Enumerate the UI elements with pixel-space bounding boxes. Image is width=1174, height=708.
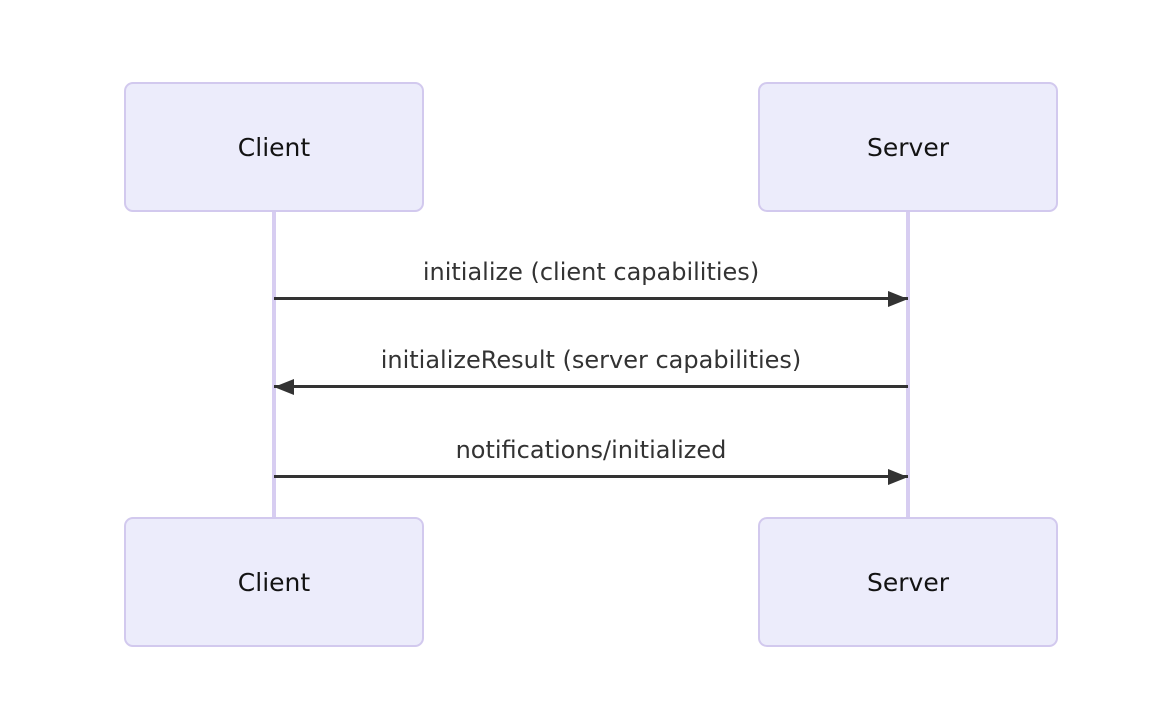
message-initialize: initialize (client capabilities)	[274, 240, 908, 307]
actor-box-client-top: Client	[124, 82, 424, 212]
message-initialize-label: initialize (client capabilities)	[422, 258, 760, 286]
arrowhead-right-icon	[888, 291, 908, 307]
message-initialize-line	[274, 297, 908, 300]
actor-label-client-top: Client	[237, 132, 311, 162]
actor-label-server-bottom: Server	[867, 567, 949, 597]
message-initialize-result-line	[274, 385, 908, 388]
actor-box-server-top: Server	[758, 82, 1058, 212]
message-notifications-initialized-label: notifications/initialized	[455, 436, 727, 464]
actor-label-server-top: Server	[867, 132, 949, 162]
message-initialize-result: initializeResult (server capabilities)	[274, 328, 908, 395]
actor-box-server-bottom: Server	[758, 517, 1058, 647]
actor-box-client-bottom: Client	[124, 517, 424, 647]
message-initialize-result-label: initializeResult (server capabilities)	[380, 346, 802, 374]
arrowhead-right-icon	[888, 469, 908, 485]
actor-label-client-bottom: Client	[237, 567, 311, 597]
lifeline-client	[272, 212, 276, 517]
message-notifications-initialized-line	[274, 475, 908, 478]
message-notifications-initialized: notifications/initialized	[274, 418, 908, 485]
arrowhead-left-icon	[274, 379, 294, 395]
lifeline-server	[906, 212, 910, 517]
